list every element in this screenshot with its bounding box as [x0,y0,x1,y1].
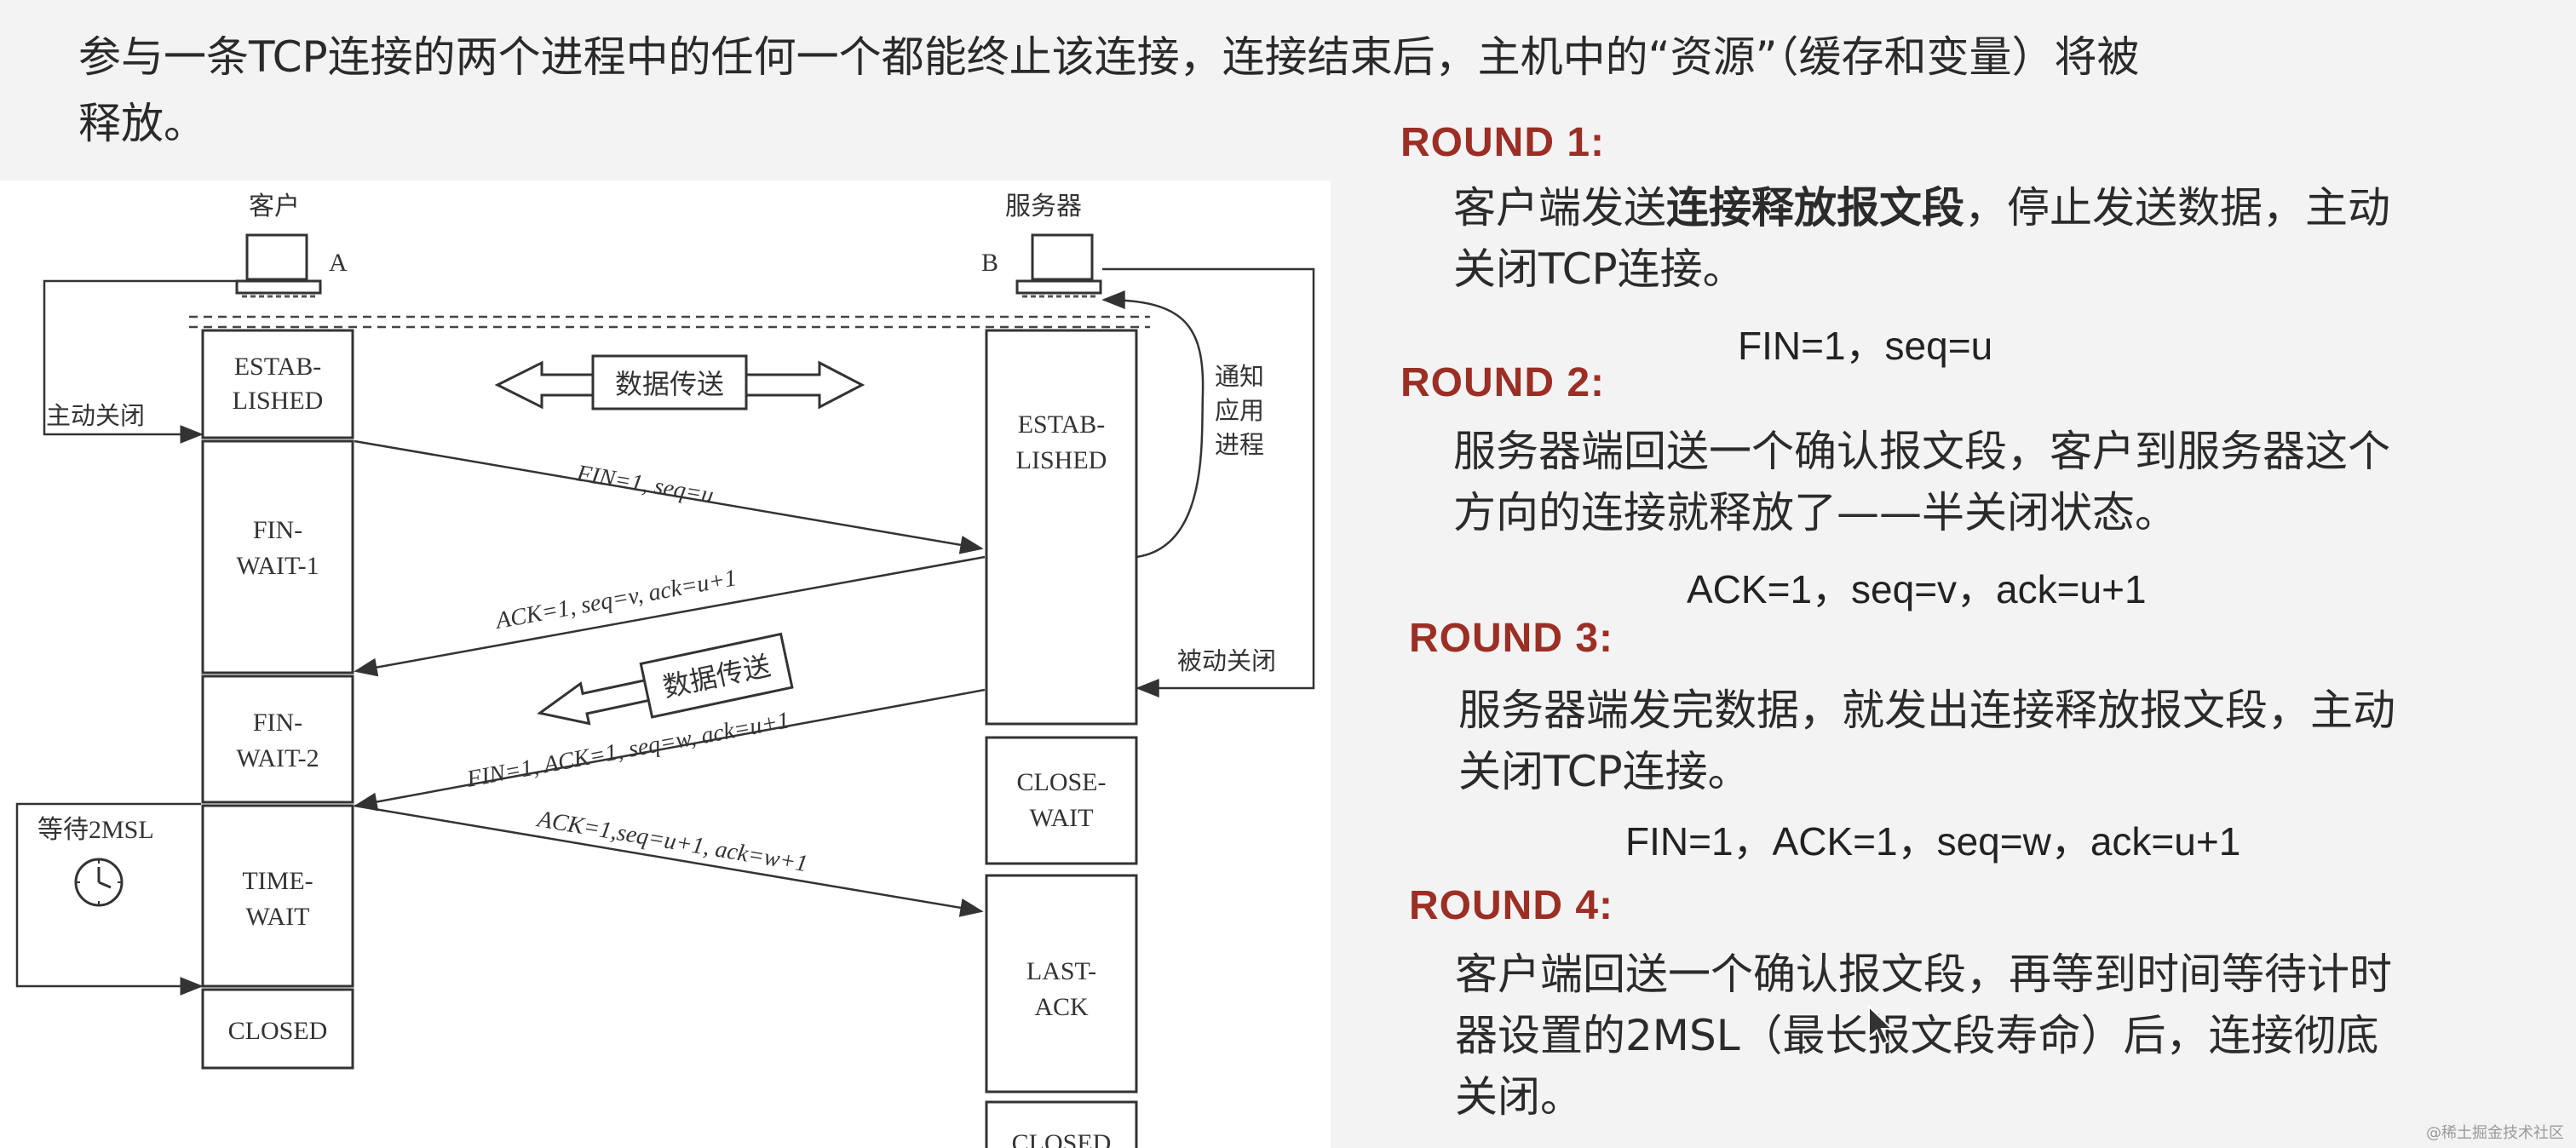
server-label: 服务器 [1005,192,1082,221]
intro-line-1: 参与一条TCP连接的两个进程中的任何一个都能终止该连接，连接结束后，主机中的“资… [78,32,2140,82]
diagram-canvas: 客户 服务器 A B ESTAB- LISHED FIN- WAIT-1 FIN… [15,192,1315,1148]
clock-icon [74,858,124,907]
server-state-established-2: LISHED [1016,446,1107,474]
active-close-arrow [43,279,247,444]
msg-fin-arrow [354,439,984,554]
wait-2msl-label: 等待2MSL [37,816,154,844]
msg-final-ack-label: ACK=1,seq=u+1, ack=w+1 [534,806,809,877]
intro-line-2: 释放。 [78,99,206,148]
round-2-formula: ACK=1，seq=v，ack=u+1 [1687,567,2147,611]
passive-close-arrow [1102,267,1315,697]
round-3-line-2: 关闭TCP连接。 [1458,747,1751,796]
round-4-body: 客户端回送一个确认报文段，再等到时间等待计时 器设置的2MSL（最长报文段寿命）… [1455,944,2576,1128]
node-a-label: A [329,249,348,277]
wait-2msl-arrow [15,802,204,996]
round-2-body: 服务器端回送一个确认报文段，客户到服务器这个 方向的连接就释放了——半关闭状态。 [1453,421,2576,543]
client-state-established-1: ESTAB- [234,353,322,381]
node-b-label: B [981,249,998,277]
watermark: @稀土掘金技术社区 [2426,1124,2564,1142]
client-state-time-wait-a: TIME- [242,867,313,895]
server-state-last-ack-b: ACK [1034,993,1089,1021]
client-state-fin-wait-2-b: WAIT-2 [236,744,319,772]
client-state-time-wait-b: WAIT [246,903,310,931]
server-state-last-ack-a: LAST- [1026,957,1096,985]
client-computer-icon [235,233,322,298]
round-1-line-2: 关闭TCP连接。 [1453,244,1745,294]
round-2-line-1: 服务器端回送一个确认报文段，客户到服务器这个 [1453,427,2390,476]
client-label: 客户 [249,192,300,221]
server-state-established-1: ESTAB- [1018,410,1106,439]
server-state-closed: CLOSED [1012,1129,1112,1148]
round-4-line-1: 客户端回送一个确认报文段，再等到时间等待计时 [1455,950,2392,999]
round-1-title: ROUND 1: [1400,120,1606,165]
round-4-line-2: 器设置的2MSL（最长报文段寿命）后，连接彻底 [1455,1011,2379,1060]
round-1-body: 客户端发送连接释放报文段，停止发送数据，主动 关闭TCP连接。 [1453,177,2576,300]
round-3-line-1: 服务器端发完数据，就发出连接释放报文段，主动 [1458,686,2395,735]
msg-ack-arrow [354,555,986,677]
round-2-line-2: 方向的连接就释放了——半关闭状态。 [1453,488,2177,537]
msg-fin-ack-arrow [354,688,986,812]
server-computer-icon [1015,233,1102,298]
passive-close-label: 被动关闭 [1177,646,1276,675]
round-1-line-1: 客户端发送连接释放报文段，停止发送数据，主动 [1453,183,2390,232]
notify-app-line-2: 应用 [1215,396,1264,425]
server-state-close-wait-b: WAIT [1030,804,1094,832]
round-3-title: ROUND 3: [1409,616,1614,661]
wait-2msl-label-bg [19,807,181,847]
msg-fin-label: FIN=1, seq=u [574,460,716,509]
data-transfer-label-1: 数据传送 [615,368,724,400]
client-state-fin-wait-2-a: FIN- [253,709,302,737]
notify-app-line-1: 通知 [1215,362,1264,391]
client-state-established-2: LISHED [233,387,324,415]
data-transfer-double-arrow [494,354,865,410]
round-3-formula: FIN=1，ACK=1，seq=w，ack=u+1 [1625,819,2241,864]
data-transfer-left-arrow: 数据传送 [537,632,794,726]
notify-app-arrow [1101,290,1205,559]
intro-text: 参与一条TCP连接的两个进程中的任何一个都能终止该连接，连接结束后，主机中的“资… [78,24,2549,157]
tcp-four-way-handshake-diagram: 客户 服务器 A B ESTAB- LISHED FIN- WAIT-1 FIN… [0,181,1331,1148]
client-state-closed: CLOSED [228,1017,328,1045]
active-close-label: 主动关闭 [46,401,145,430]
round-4-line-3: 关闭。 [1455,1072,1583,1122]
round-2-title: ROUND 2: [1400,360,1606,405]
server-state-close-wait-a: CLOSE- [1017,768,1107,796]
client-state-fin-wait-1-a: FIN- [253,516,302,544]
server-state-boxes [985,329,1138,1148]
round-3-body: 服务器端发完数据，就发出连接释放报文段，主动 关闭TCP连接。 [1458,680,2576,802]
round-4-title: ROUND 4: [1409,883,1614,928]
msg-final-ack-arrow [354,804,984,917]
client-state-fin-wait-1-b: WAIT-1 [236,552,319,580]
client-state-boxes [201,329,354,1070]
mouse-cursor-icon [1868,1005,1895,1046]
notify-app-line-3: 进程 [1215,430,1264,459]
msg-fin-ack-label: FIN=1, ACK=1, seq=w, ack=u+1 [464,707,792,793]
round-1-formula: FIN=1，seq=u [1738,324,1993,368]
